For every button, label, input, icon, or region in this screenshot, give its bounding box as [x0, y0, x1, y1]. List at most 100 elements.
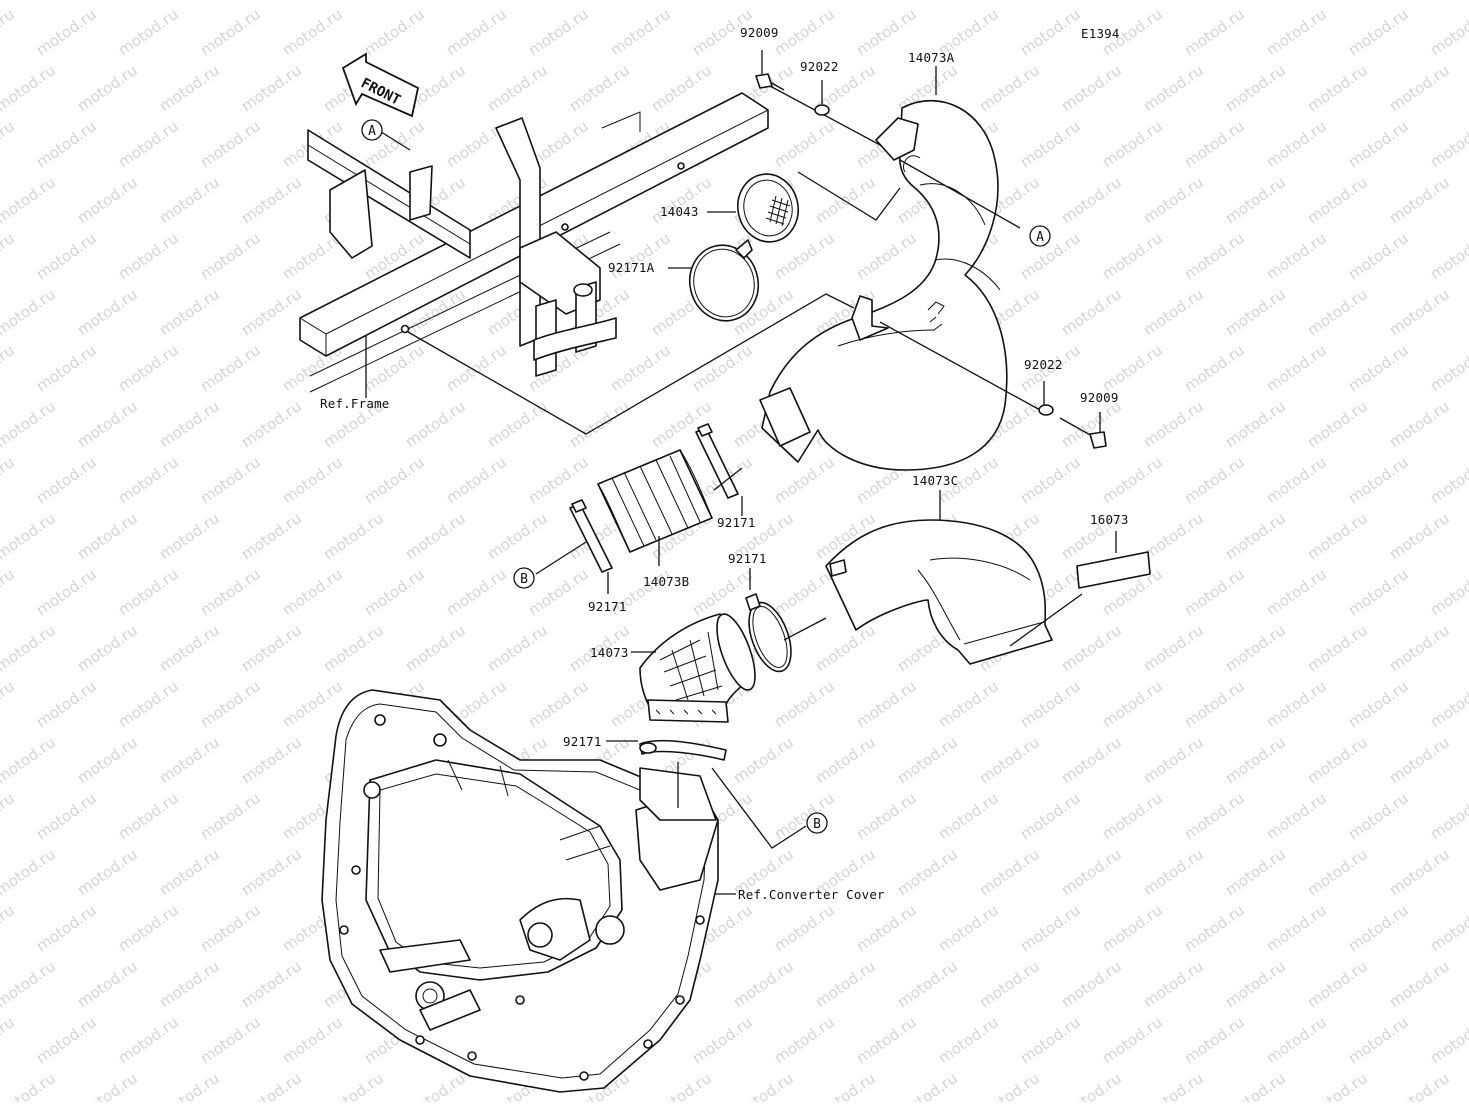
watermark-text: motod.ru: [197, 453, 264, 507]
watermark-text: motod.ru: [74, 0, 141, 3]
watermark-text: motod.ru: [0, 341, 18, 395]
watermark-text: motod.ru: [156, 173, 223, 227]
watermark-text: motod.ru: [156, 397, 223, 451]
watermark-text: motod.ru: [33, 117, 100, 171]
watermark-text: motod.ru: [1058, 845, 1125, 899]
watermark-text: motod.ru: [0, 845, 59, 899]
watermark-text: motod.ru: [115, 341, 182, 395]
watermark-text: motod.ru: [115, 789, 182, 843]
part-labels: E1394 92009 92022 14073A 14043 92171A Re…: [320, 25, 1129, 902]
watermark-text: motod.ru: [484, 0, 551, 3]
watermark-text: motod.ru: [1222, 621, 1289, 675]
watermark-text: motod.ru: [935, 677, 1002, 731]
watermark-text: motod.ru: [74, 173, 141, 227]
watermark-text: motod.ru: [74, 845, 141, 899]
watermark-text: motod.ru: [33, 229, 100, 283]
watermark-text: motod.ru: [1222, 733, 1289, 787]
watermark-text: motod.ru: [402, 621, 469, 675]
watermark-text: motod.ru: [730, 1069, 797, 1102]
watermark-text: motod.ru: [0, 285, 59, 339]
watermark-text: motod.ru: [238, 733, 305, 787]
watermark-text: motod.ru: [156, 957, 223, 1011]
watermark-text: motod.ru: [402, 509, 469, 563]
watermark-text: motod.ru: [74, 957, 141, 1011]
part-label-16073: 16073: [1090, 512, 1129, 527]
callout-a-top: A: [361, 119, 383, 141]
watermark-text: motod.ru: [1386, 957, 1453, 1011]
watermark-text: motod.ru: [853, 229, 920, 283]
callout-b-bottom: B: [806, 812, 828, 834]
watermark-text: motod.ru: [238, 285, 305, 339]
bolt-92009-top: [755, 73, 785, 91]
watermark-text: motod.ru: [853, 1013, 920, 1067]
watermark-text: motod.ru: [0, 453, 18, 507]
watermark-text: motod.ru: [1263, 341, 1330, 395]
clamp-92171a: [688, 239, 760, 322]
watermark-text: motod.ru: [1345, 117, 1412, 171]
watermark-text: motod.ru: [812, 1069, 879, 1102]
watermark-text: motod.ru: [1386, 509, 1453, 563]
watermark-text: motod.ru: [0, 173, 59, 227]
watermark-text: motod.ru: [197, 341, 264, 395]
watermark-text: motod.ru: [33, 677, 100, 731]
watermark-text: motod.ru: [1099, 341, 1166, 395]
watermark-text: motod.ru: [1263, 453, 1330, 507]
watermark-text: motod.ru: [1427, 565, 1469, 619]
watermark-text: motod.ru: [238, 509, 305, 563]
watermark-text: motod.ru: [1427, 901, 1469, 955]
watermark-text: motod.ru: [1427, 789, 1469, 843]
callout-a-right: A: [1029, 225, 1051, 247]
watermark-text: motod.ru: [1222, 285, 1289, 339]
callout-a-right-label: A: [1036, 230, 1044, 245]
watermark-text: motod.ru: [976, 0, 1043, 3]
watermark-text: motod.ru: [1304, 61, 1371, 115]
watermark-text: motod.ru: [1017, 117, 1084, 171]
watermark-text: motod.ru: [1304, 509, 1371, 563]
watermark-text: motod.ru: [115, 5, 182, 59]
watermark-text: motod.ru: [1345, 789, 1412, 843]
watermark-text: motod.ru: [197, 789, 264, 843]
watermark-text: motod.ru: [238, 845, 305, 899]
watermark-text: motod.ru: [1058, 0, 1125, 3]
watermark-text: motod.ru: [320, 0, 387, 3]
watermark-text: motod.ru: [1140, 173, 1207, 227]
watermark-text: motod.ru: [525, 677, 592, 731]
watermark-text: motod.ru: [1017, 453, 1084, 507]
watermark-text: motod.ru: [1017, 789, 1084, 843]
frame-illustration: [299, 92, 769, 393]
diagram-code: E1394: [1081, 26, 1120, 41]
watermark-text: motod.ru: [156, 733, 223, 787]
watermark-text: motod.ru: [1181, 229, 1248, 283]
watermark-text: motod.ru: [443, 565, 510, 619]
watermark-text: motod.ru: [1345, 677, 1412, 731]
watermark-text: motod.ru: [1222, 173, 1289, 227]
watermark-text: motod.ru: [976, 61, 1043, 115]
watermark-text: motod.ru: [1386, 733, 1453, 787]
watermark-text: motod.ru: [648, 1069, 715, 1102]
watermark-text: motod.ru: [1345, 229, 1412, 283]
watermark-text: motod.ru: [156, 509, 223, 563]
watermark-text: motod.ru: [238, 621, 305, 675]
watermark-text: motod.ru: [648, 0, 715, 3]
watermark-text: motod.ru: [279, 677, 346, 731]
part-label-92009-right: 92009: [1080, 390, 1119, 405]
watermark-text: motod.ru: [361, 565, 428, 619]
watermark-text: motod.ru: [33, 341, 100, 395]
watermark-text: motod.ru: [1263, 1013, 1330, 1067]
watermark-text: motod.ru: [0, 509, 59, 563]
watermark-text: motod.ru: [1058, 61, 1125, 115]
part-label-92171a: 92171A: [608, 260, 655, 275]
watermark-text: motod.ru: [1222, 61, 1289, 115]
watermark-text: motod.ru: [1386, 61, 1453, 115]
watermark-text: motod.ru: [730, 733, 797, 787]
watermark-text: motod.ru: [689, 1013, 756, 1067]
watermark-text: motod.ru: [1099, 901, 1166, 955]
watermark-text: motod.ru: [1099, 117, 1166, 171]
watermark-text: motod.ru: [566, 0, 633, 3]
watermark-text: motod.ru: [1304, 621, 1371, 675]
watermark-text: motod.ru: [279, 453, 346, 507]
watermark-text: motod.ru: [976, 957, 1043, 1011]
watermark-text: motod.ru: [1181, 789, 1248, 843]
watermark-text: motod.ru: [771, 677, 838, 731]
watermark-text: motod.ru: [894, 1069, 961, 1102]
